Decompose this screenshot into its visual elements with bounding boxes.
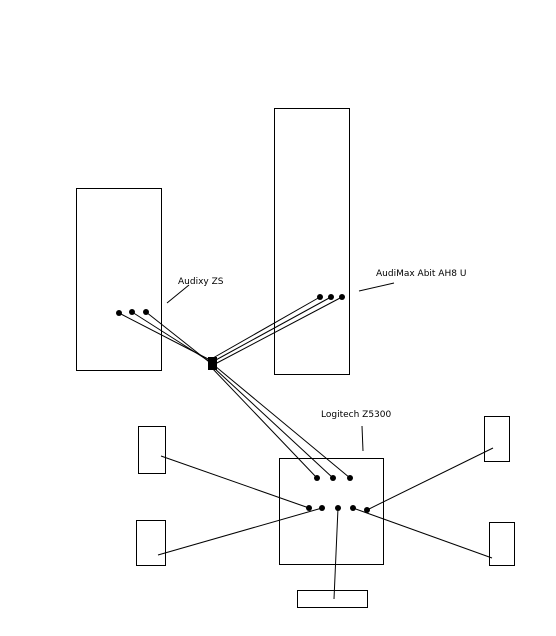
cable-audigy-3 [145, 311, 214, 366]
jack-sub-output-5 [364, 507, 370, 513]
jack-audimax-1 [317, 294, 323, 300]
leader-logitech [361, 425, 364, 452]
jack-sub-output-3 [335, 505, 341, 511]
cable-audimax-1 [212, 296, 321, 359]
cable-speaker-center [333, 507, 339, 600]
cable-speaker-rear-right [352, 507, 493, 559]
speaker-rear-left [136, 520, 166, 566]
cable-input-1 [210, 366, 318, 479]
jack-audigy-2 [129, 309, 135, 315]
cable-speaker-front-left [160, 455, 310, 509]
cable-speaker-front-right [366, 447, 494, 511]
pc-case-right [274, 108, 350, 375]
cable-speaker-rear-left [157, 507, 323, 556]
jack-audigy-3 [143, 309, 149, 315]
jack-sub-input-2 [330, 475, 336, 481]
jack-audigy-1 [116, 310, 122, 316]
jack-sub-output-2 [319, 505, 325, 511]
label-audimax: AudiMax Abit AH8 U [376, 269, 466, 279]
cable-input-2 [212, 366, 334, 479]
jack-sub-output-1 [306, 505, 312, 511]
label-logitech: Logitech Z5300 [321, 410, 391, 420]
audio-switch [208, 357, 217, 370]
jack-sub-output-4 [350, 505, 356, 511]
speaker-front-right [484, 416, 510, 462]
cable-input-3 [214, 365, 351, 479]
leader-audigy [166, 284, 190, 304]
jack-audimax-2 [328, 294, 334, 300]
leader-audimax [358, 282, 395, 292]
jack-sub-input-3 [347, 475, 353, 481]
jack-audimax-3 [339, 294, 345, 300]
cable-audigy-2 [131, 311, 213, 364]
pc-case-left [76, 188, 162, 371]
cable-audimax-2 [213, 296, 332, 362]
cable-audimax-3 [214, 296, 343, 365]
jack-sub-input-1 [314, 475, 320, 481]
label-audigy: Audixy ZS [178, 277, 224, 287]
speaker-center [297, 590, 368, 608]
speaker-rear-right [489, 522, 515, 566]
speaker-front-left [138, 426, 166, 474]
